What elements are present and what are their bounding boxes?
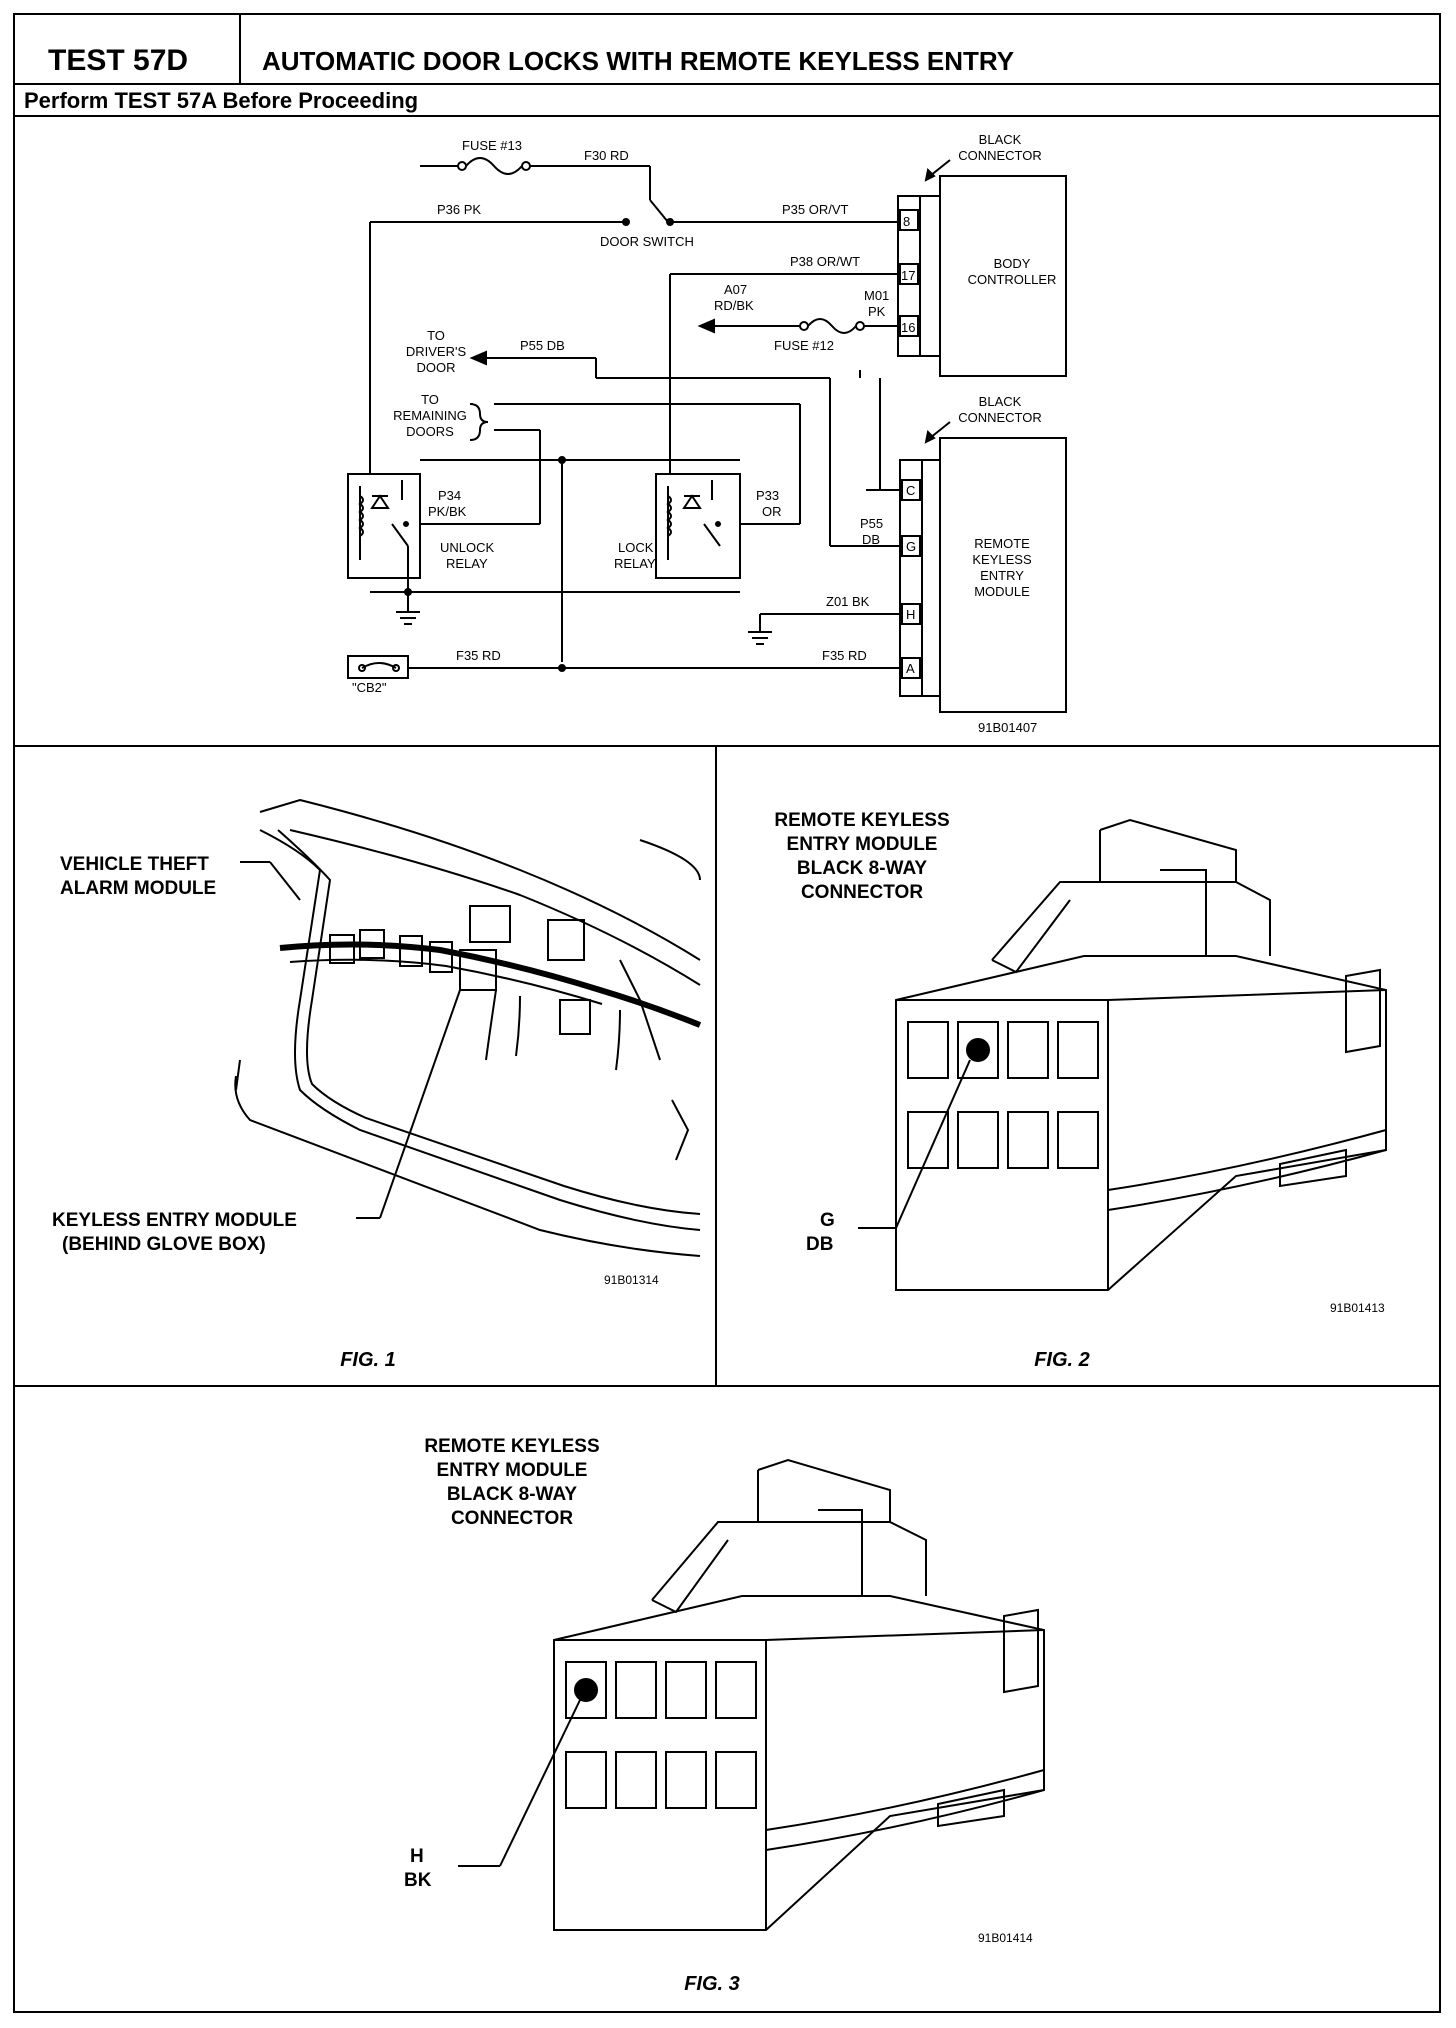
page-frame xyxy=(13,13,1441,2013)
body-controller-label-2: CONTROLLER xyxy=(968,272,1057,287)
fig3-caption: FIG. 3 xyxy=(684,1973,740,1995)
fig3-connector-illustration: REMOTE KEYLESS ENTRY MODULE BLACK 8-WAY … xyxy=(404,1436,1045,1995)
p33-label: P33 xyxy=(756,488,779,503)
p36-label: P36 PK xyxy=(437,202,481,217)
black-connector-top-1: BLACK xyxy=(979,132,1022,147)
z01-label: Z01 BK xyxy=(826,594,870,609)
cb2-label: "CB2" xyxy=(352,680,387,695)
black-connector-bottom-1: BLACK xyxy=(979,394,1022,409)
fig2-connector-illustration: REMOTE KEYLESS ENTRY MODULE BLACK 8-WAY … xyxy=(774,810,1387,1371)
f30-label: F30 RD xyxy=(584,148,629,163)
f35-left-label: F35 RD xyxy=(456,648,501,663)
p33-color: OR xyxy=(762,504,782,519)
fig2-caption: FIG. 2 xyxy=(1034,1349,1090,1371)
to-driver-2: DRIVER'S xyxy=(406,344,467,359)
fig2-pin: G xyxy=(820,1210,835,1231)
p34-color: PK/BK xyxy=(428,504,467,519)
black-connector-bottom-2: CONNECTOR xyxy=(958,410,1042,425)
fig1-keyless-label-2: (BEHIND GLOVE BOX) xyxy=(62,1234,266,1255)
p34-label: P34 xyxy=(438,488,461,503)
m01-label: M01 xyxy=(864,288,889,303)
p55-color: DB xyxy=(862,532,880,547)
lock-relay-label-1: LOCK xyxy=(618,540,654,555)
to-driver-1: TO xyxy=(427,328,445,343)
a07-color: RD/BK xyxy=(714,298,754,313)
wiring-schematic: FUSE #13 F30 RD P36 PK DOOR SWITCH P35 O… xyxy=(347,132,1067,735)
to-remaining-3: DOORS xyxy=(406,424,454,439)
fig1-code: 91B01314 xyxy=(604,1273,659,1287)
pin-a: A xyxy=(906,661,915,676)
fig3-title-4: CONNECTOR xyxy=(451,1508,573,1529)
m01-color: PK xyxy=(868,304,886,319)
pin-8: 8 xyxy=(903,214,910,229)
pin-17: 17 xyxy=(901,268,915,283)
body-controller-label-1: BODY xyxy=(994,256,1031,271)
fig3-title-2: ENTRY MODULE xyxy=(437,1460,588,1481)
p55-label: P55 xyxy=(860,516,883,531)
pin-h: H xyxy=(906,607,915,622)
pin-16: 16 xyxy=(901,320,915,335)
a07-label: A07 xyxy=(724,282,747,297)
p35-label: P35 OR/VT xyxy=(782,202,849,217)
fig3-title-3: BLACK 8-WAY xyxy=(447,1484,578,1505)
fuse12-label: FUSE #12 xyxy=(774,338,834,353)
to-remaining-1: TO xyxy=(421,392,439,407)
p55-top-label: P55 DB xyxy=(520,338,565,353)
fig2-title-2: ENTRY MODULE xyxy=(787,834,938,855)
to-driver-3: DOOR xyxy=(417,360,456,375)
fig3-pin-color: BK xyxy=(404,1870,432,1891)
p38-label: P38 OR/WT xyxy=(790,254,860,269)
black-connector-top-2: CONNECTOR xyxy=(958,148,1042,163)
unlock-relay-label-1: UNLOCK xyxy=(440,540,495,555)
schematic-code: 91B01407 xyxy=(978,720,1037,735)
header: TEST 57D AUTOMATIC DOOR LOCKS WITH REMOT… xyxy=(14,14,1440,117)
fuse13-label: FUSE #13 xyxy=(462,138,522,153)
lock-relay xyxy=(655,473,741,579)
test-title: AUTOMATIC DOOR LOCKS WITH REMOTE KEYLESS… xyxy=(262,46,1014,76)
test-subtitle: Perform TEST 57A Before Proceeding xyxy=(24,88,418,113)
rke-label-1: REMOTE xyxy=(974,536,1030,551)
pin-g: G xyxy=(906,539,916,554)
fig1-theft-label-2: ALARM MODULE xyxy=(60,878,216,899)
fig1-keyless-label-1: KEYLESS ENTRY MODULE xyxy=(52,1210,297,1231)
pin-c: C xyxy=(906,483,915,498)
lock-relay-label-2: RELAY xyxy=(614,556,656,571)
fig3-title-1: REMOTE KEYLESS xyxy=(424,1436,599,1457)
fig1-glovebox-illustration: VEHICLE THEFT ALARM MODULE KEYLESS ENTRY… xyxy=(52,798,702,1371)
fig2-pin-color: DB xyxy=(806,1234,833,1255)
unlock-relay xyxy=(347,473,421,579)
fig2-code: 91B01413 xyxy=(1330,1301,1385,1315)
fig3-code: 91B01414 xyxy=(978,1931,1033,1945)
unlock-relay-label-2: RELAY xyxy=(446,556,488,571)
fig1-theft-label-1: VEHICLE THEFT xyxy=(60,854,209,875)
fig3-pin: H xyxy=(410,1846,424,1867)
fig2-title-1: REMOTE KEYLESS xyxy=(774,810,949,831)
rke-label-3: ENTRY xyxy=(980,568,1024,583)
fig2-title-4: CONNECTOR xyxy=(801,882,923,903)
fig1-caption: FIG. 1 xyxy=(340,1349,396,1371)
door-switch-label: DOOR SWITCH xyxy=(600,234,694,249)
test-id: TEST 57D xyxy=(48,44,188,77)
fig2-title-3: BLACK 8-WAY xyxy=(797,858,928,879)
f35-right-label: F35 RD xyxy=(822,648,867,663)
rke-label-4: MODULE xyxy=(974,584,1030,599)
rke-label-2: KEYLESS xyxy=(972,552,1032,567)
to-remaining-2: REMAINING xyxy=(393,408,467,423)
